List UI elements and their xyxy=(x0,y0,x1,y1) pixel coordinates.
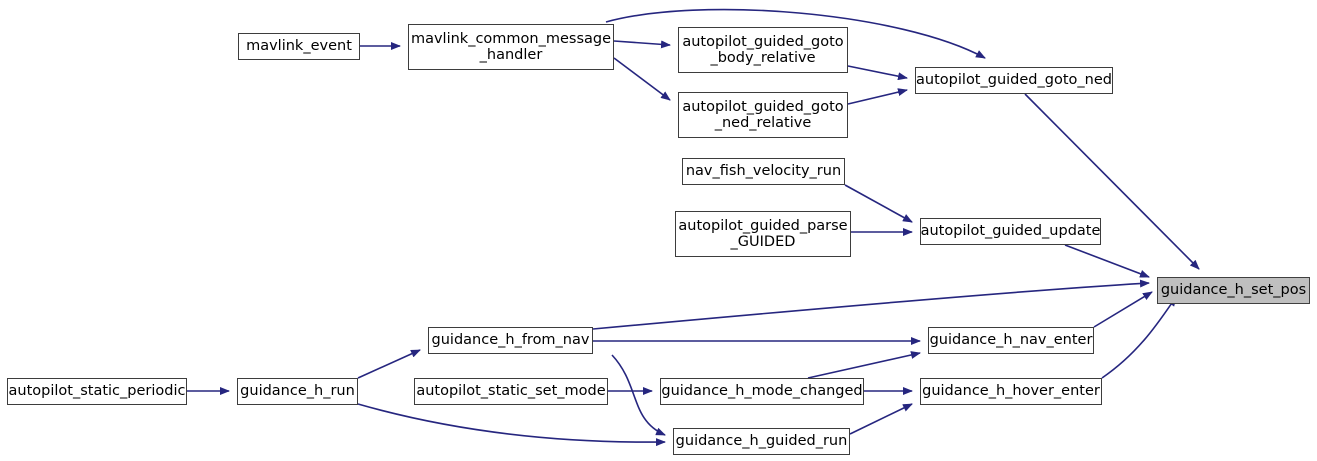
graph-node-mavlink-common-message-handler[interactable]: mavlink_common_message _handler xyxy=(408,24,614,70)
graph-node-autopilot-static-periodic[interactable]: autopilot_static_periodic xyxy=(7,378,187,405)
edge-handler-to-goto_ned_relative xyxy=(613,57,671,101)
edge-guidance_h_run-to-guidance_h_from_nav xyxy=(357,349,421,379)
graph-node-autopilot-guided-update[interactable]: autopilot_guided_update xyxy=(920,218,1101,245)
edge-autopilot_guided_update-to-guidance_h_set_pos xyxy=(1064,244,1150,278)
graph-node-autopilot-guided-goto-ned-relative[interactable]: autopilot_guided_goto _ned_relative xyxy=(678,92,848,138)
graph-node-autopilot-guided-goto-body-relative[interactable]: autopilot_guided_goto _body_relative xyxy=(678,27,848,73)
edge-guidance_h_hover_enter-to-guidance_h_set_pos xyxy=(1101,296,1177,379)
graph-node-guidance-h-mode-changed[interactable]: guidance_h_mode_changed xyxy=(660,378,864,405)
graph-node-guidance-h-run[interactable]: guidance_h_run xyxy=(237,378,358,405)
edge-handler-to-goto_body_relative xyxy=(613,40,671,49)
edge-goto_ned_relative-to-goto_ned xyxy=(847,88,908,105)
edge-goto_body_relative-to-goto_ned xyxy=(847,65,908,81)
edge-guidance_h_from_nav-to-guidance_h_guided_run xyxy=(611,354,666,436)
edge-nav_fish_velocity_run-to-autopilot_guided_update xyxy=(844,184,913,223)
graph-node-guidance-h-hover-enter[interactable]: guidance_h_hover_enter xyxy=(920,378,1102,405)
graph-node-guidance-h-nav-enter[interactable]: guidance_h_nav_enter xyxy=(928,327,1094,354)
graph-node-guidance-h-guided-run[interactable]: guidance_h_guided_run xyxy=(673,428,850,455)
edge-guidance_h_nav_enter-to-guidance_h_set_pos xyxy=(1093,291,1153,328)
graph-node-guidance-h-set-pos[interactable]: guidance_h_set_pos xyxy=(1157,277,1310,304)
graph-node-autopilot-guided-parse-guided[interactable]: autopilot_guided_parse _GUIDED xyxy=(675,211,851,257)
graph-node-nav-fish-velocity-run[interactable]: nav_fish_velocity_run xyxy=(682,158,845,185)
edge-guidance_h_from_nav-to-guidance_h_set_pos xyxy=(592,279,1150,330)
edge-guidance_h_run-to-guidance_h_guided_run xyxy=(357,403,666,447)
graph-node-guidance-h-from-nav[interactable]: guidance_h_from_nav xyxy=(428,327,593,354)
graph-node-autopilot-guided-goto-ned[interactable]: autopilot_guided_goto_ned xyxy=(915,67,1113,94)
edge-guidance_h_mode_changed-to-guidance_h_nav_enter xyxy=(807,351,921,379)
edge-guidance_h_guided_run-to-guidance_h_hover_enter xyxy=(849,403,913,435)
graph-node-mavlink-event[interactable]: mavlink_event xyxy=(238,33,360,60)
graph-node-autopilot-static-set-mode[interactable]: autopilot_static_set_mode xyxy=(414,378,608,405)
